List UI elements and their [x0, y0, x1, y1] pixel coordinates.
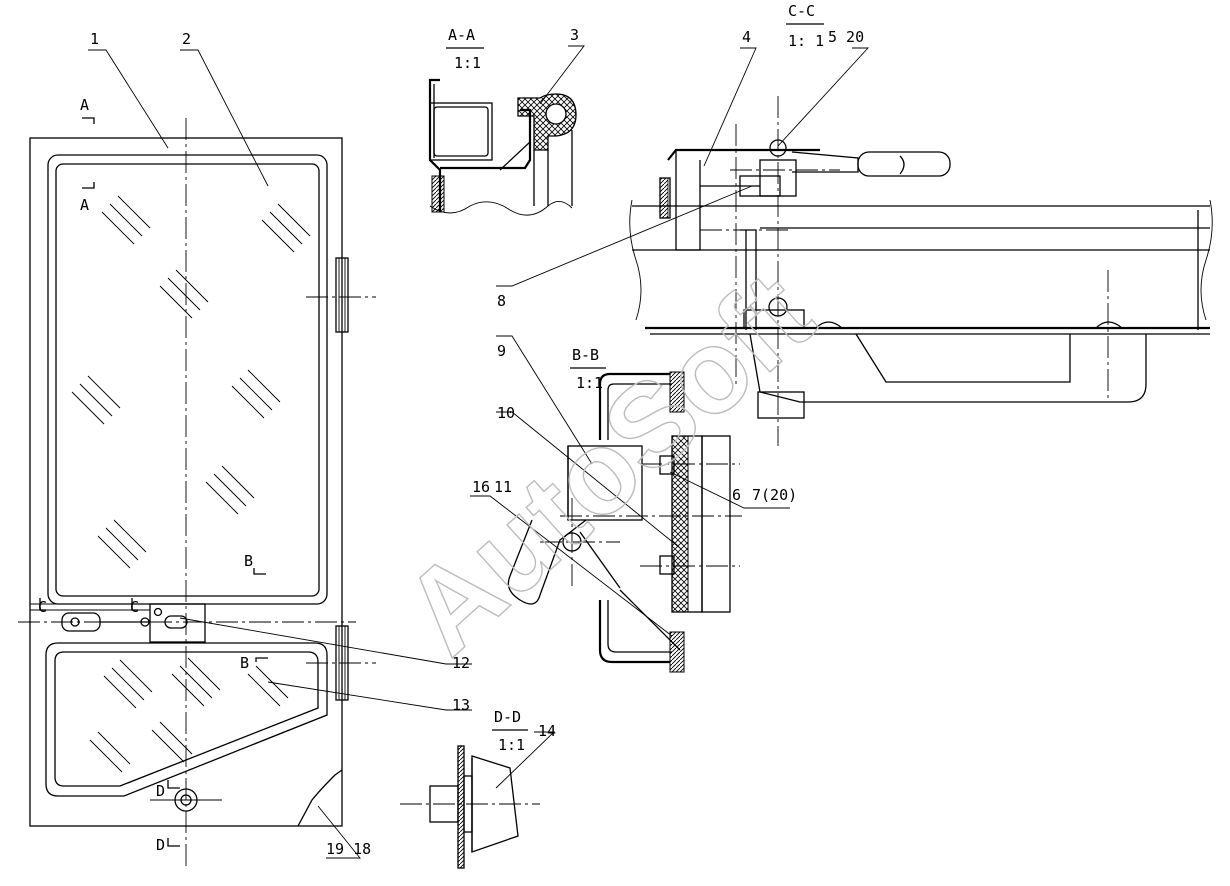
- part-label-16: 16: [472, 478, 490, 496]
- marker-d-top: D: [156, 782, 165, 800]
- part-label-1: 1: [90, 30, 99, 48]
- section-title-aa: A-A: [448, 26, 475, 44]
- door-elevation: [18, 117, 376, 870]
- section-scale-bb: 1:1: [576, 374, 603, 392]
- section-marker-b: [253, 568, 268, 662]
- section-marker-a: [82, 117, 95, 189]
- part-label-8: 8: [497, 292, 506, 310]
- part-labels: 1 2 3 4 5 20 8 9 10 16 11 6 7(20) 12 13 …: [90, 26, 864, 858]
- part-label-9: 9: [497, 342, 506, 360]
- section-scale-aa: 1:1: [454, 54, 481, 72]
- marker-b-low: B: [240, 654, 249, 672]
- part-label-2: 2: [182, 30, 191, 48]
- part-label-12: 12: [452, 654, 470, 672]
- section-bb: [507, 367, 742, 673]
- part-label-19-18: 19 18: [326, 840, 371, 858]
- part-label-13: 13: [452, 696, 470, 714]
- section-scale-cc: 1: 1: [788, 32, 824, 50]
- section-dd: [400, 729, 540, 869]
- part-label-6: 6: [732, 486, 741, 504]
- part-label-10: 10: [497, 404, 515, 422]
- section-aa: [428, 47, 577, 216]
- section-scale-dd: 1:1: [498, 736, 525, 754]
- section-title-cc: C-C: [788, 2, 815, 20]
- marker-a-low: A: [80, 196, 89, 214]
- marker-d-bot: D: [156, 836, 165, 854]
- marker-c-mid: C: [130, 598, 139, 616]
- part-label-11: 11: [494, 478, 512, 496]
- section-titles: A-A 1:1 C-C 1: 1 B-B 1:1 D-D 1:1: [448, 2, 824, 754]
- section-marker-d: [167, 780, 180, 847]
- section-title-bb: B-B: [572, 346, 599, 364]
- section-marker-c: [39, 598, 138, 611]
- part-label-5-20: 5 20: [828, 28, 864, 46]
- part-label-7-20: 7(20): [752, 486, 797, 504]
- leader-lines: [88, 45, 870, 859]
- part-label-14: 14: [538, 722, 556, 740]
- section-title-dd: D-D: [494, 708, 521, 726]
- section-marker-labels: A A B B C C D D: [38, 96, 253, 854]
- section-cc: [629, 23, 1213, 446]
- part-label-4: 4: [742, 28, 751, 46]
- marker-c-left: C: [38, 598, 47, 616]
- marker-b-main: B: [244, 552, 253, 570]
- part-label-3: 3: [570, 26, 579, 44]
- marker-a-top: A: [80, 96, 89, 114]
